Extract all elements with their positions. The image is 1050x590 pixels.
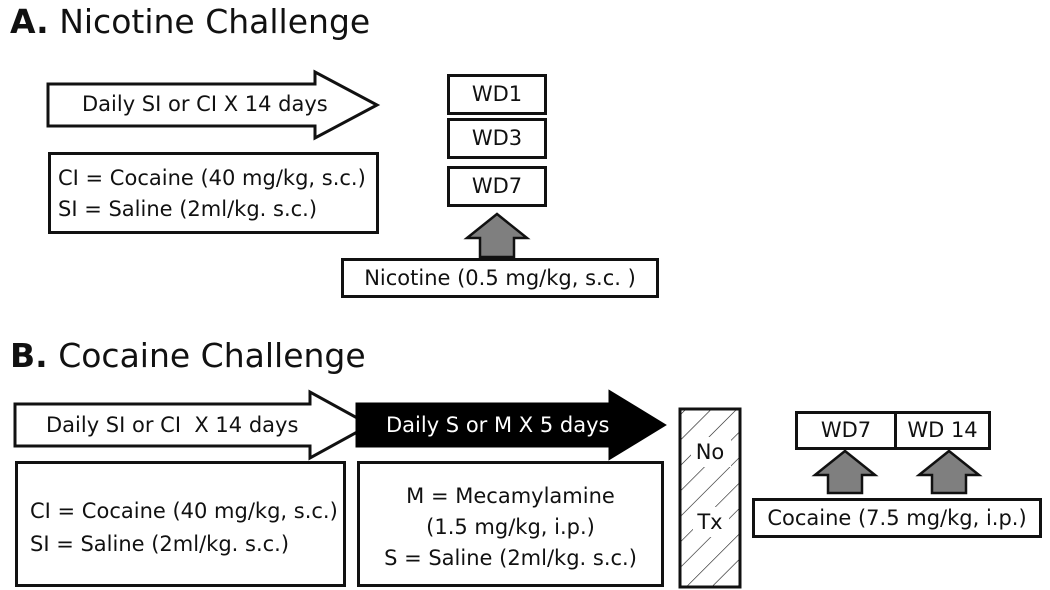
challenge-up-arrow-b2 <box>915 449 983 495</box>
treatment-arrow-a-label: Daily SI or CI X 14 days <box>82 92 328 116</box>
challenge-box-a <box>341 258 659 298</box>
challenge-label-b: Cocaine (7.5 mg/kg, i.p.) <box>767 506 1027 530</box>
legend-box-a <box>48 152 379 234</box>
section-b-title: B. Cocaine Challenge <box>10 336 366 375</box>
legend-a-line1: CI = Cocaine (40 mg/kg, s.c.) <box>58 166 366 190</box>
legend-a-line2: SI = Saline (2ml/kg. s.c.) <box>58 197 318 221</box>
treatment-arrow-b2 <box>355 389 667 461</box>
legend-b1-line2: SI = Saline (2ml/kg. s.c.) <box>30 532 290 556</box>
treatment-arrow-b1 <box>13 389 374 461</box>
wd-box-a-3 <box>447 166 547 207</box>
challenge-label-a: Nicotine (0.5 mg/kg, s.c. ) <box>364 266 636 290</box>
legend-b2-line1: M = Mecamylamine <box>406 484 615 508</box>
wd-label-a-3: WD7 <box>471 174 523 198</box>
wd-box-a-2 <box>447 118 547 159</box>
no-tx-label-top: No <box>695 440 725 464</box>
section-a-title: A. Nicotine Challenge <box>10 2 370 41</box>
challenge-up-arrow-b1 <box>811 449 879 495</box>
challenge-box-b <box>752 498 1042 538</box>
section-a-title-text: Nicotine Challenge <box>59 2 371 41</box>
treatment-arrow-a <box>46 69 381 141</box>
no-tx-label-bottom: Tx <box>697 510 723 534</box>
section-b-title-text: Cocaine Challenge <box>58 336 366 375</box>
wd-label-b-2: WD 14 <box>907 418 978 442</box>
section-a-letter: A. <box>10 2 49 41</box>
legend-box-b2 <box>357 461 664 587</box>
legend-b2-line2: (1.5 mg/kg, i.p.) <box>426 515 595 539</box>
legend-b1-line1: CI = Cocaine (40 mg/kg, s.c.) <box>30 499 338 523</box>
wd-label-a-1: WD1 <box>471 82 523 106</box>
treatment-arrow-b2-label: Daily S or M X 5 days <box>386 413 610 437</box>
no-tx-box <box>678 407 742 589</box>
wd-box-a-1 <box>447 74 547 115</box>
legend-box-b1 <box>15 461 346 587</box>
wd-box-b-2 <box>894 411 991 450</box>
legend-b2-line3: S = Saline (2ml/kg. s.c.) <box>384 546 637 570</box>
section-b-letter: B. <box>10 336 48 375</box>
wd-label-a-2: WD3 <box>471 126 523 150</box>
wd-label-b-1: WD7 <box>820 418 872 442</box>
treatment-arrow-b1-label: Daily SI or CI X 14 days <box>46 413 299 437</box>
challenge-up-arrow-a <box>463 212 531 259</box>
